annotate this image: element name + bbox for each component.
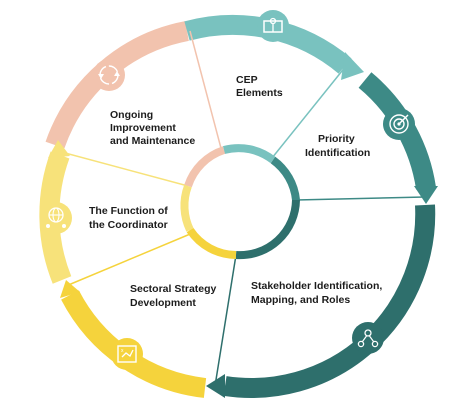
label-sectoral-strategy: Sectoral Strategy Development — [130, 283, 219, 309]
cycle-icon — [93, 59, 125, 91]
coordinator-globe-icon — [40, 202, 72, 234]
label-priority-identification: Priority Identification — [305, 133, 370, 159]
label-ongoing-improvement: Ongoing Improvement and Maintenance — [110, 109, 195, 147]
network-icon — [352, 322, 384, 354]
divider-coordinator-ongoing — [53, 149, 189, 187]
arrowhead-strategy-to-coordinator — [60, 280, 80, 298]
svg-text:x: x — [121, 348, 124, 354]
arrowhead-cep-to-priority — [341, 52, 364, 80]
divider-priority-stakeholder — [295, 196, 426, 201]
label-stakeholder: Stakeholder Identification, Mapping, and… — [251, 280, 385, 306]
inner-arc-ongoing — [184, 146, 226, 188]
inner-arc-coordinator — [180, 184, 194, 232]
inner-arc-cep — [222, 144, 276, 164]
divider-cep-ongoing — [189, 30, 223, 153]
inner-arc-strategy — [186, 227, 237, 259]
inner-arc-priority — [270, 156, 300, 201]
inner-ring — [180, 144, 300, 260]
sector-dividers — [53, 30, 426, 387]
label-cep-elements: CEP Elements — [236, 74, 283, 99]
target-icon — [383, 108, 415, 140]
arrowhead-priority-to-stakeholder — [414, 186, 438, 204]
inner-arc-stakeholder — [235, 199, 300, 260]
puzzle-icon — [257, 10, 289, 42]
divider-stakeholder-strategy — [214, 254, 237, 387]
strategy-board-icon: x — [111, 338, 143, 370]
label-coordinator: The Function of the Coordinator — [89, 205, 171, 231]
divider-cep-priority — [271, 65, 347, 159]
divider-strategy-coordinator — [65, 231, 196, 287]
